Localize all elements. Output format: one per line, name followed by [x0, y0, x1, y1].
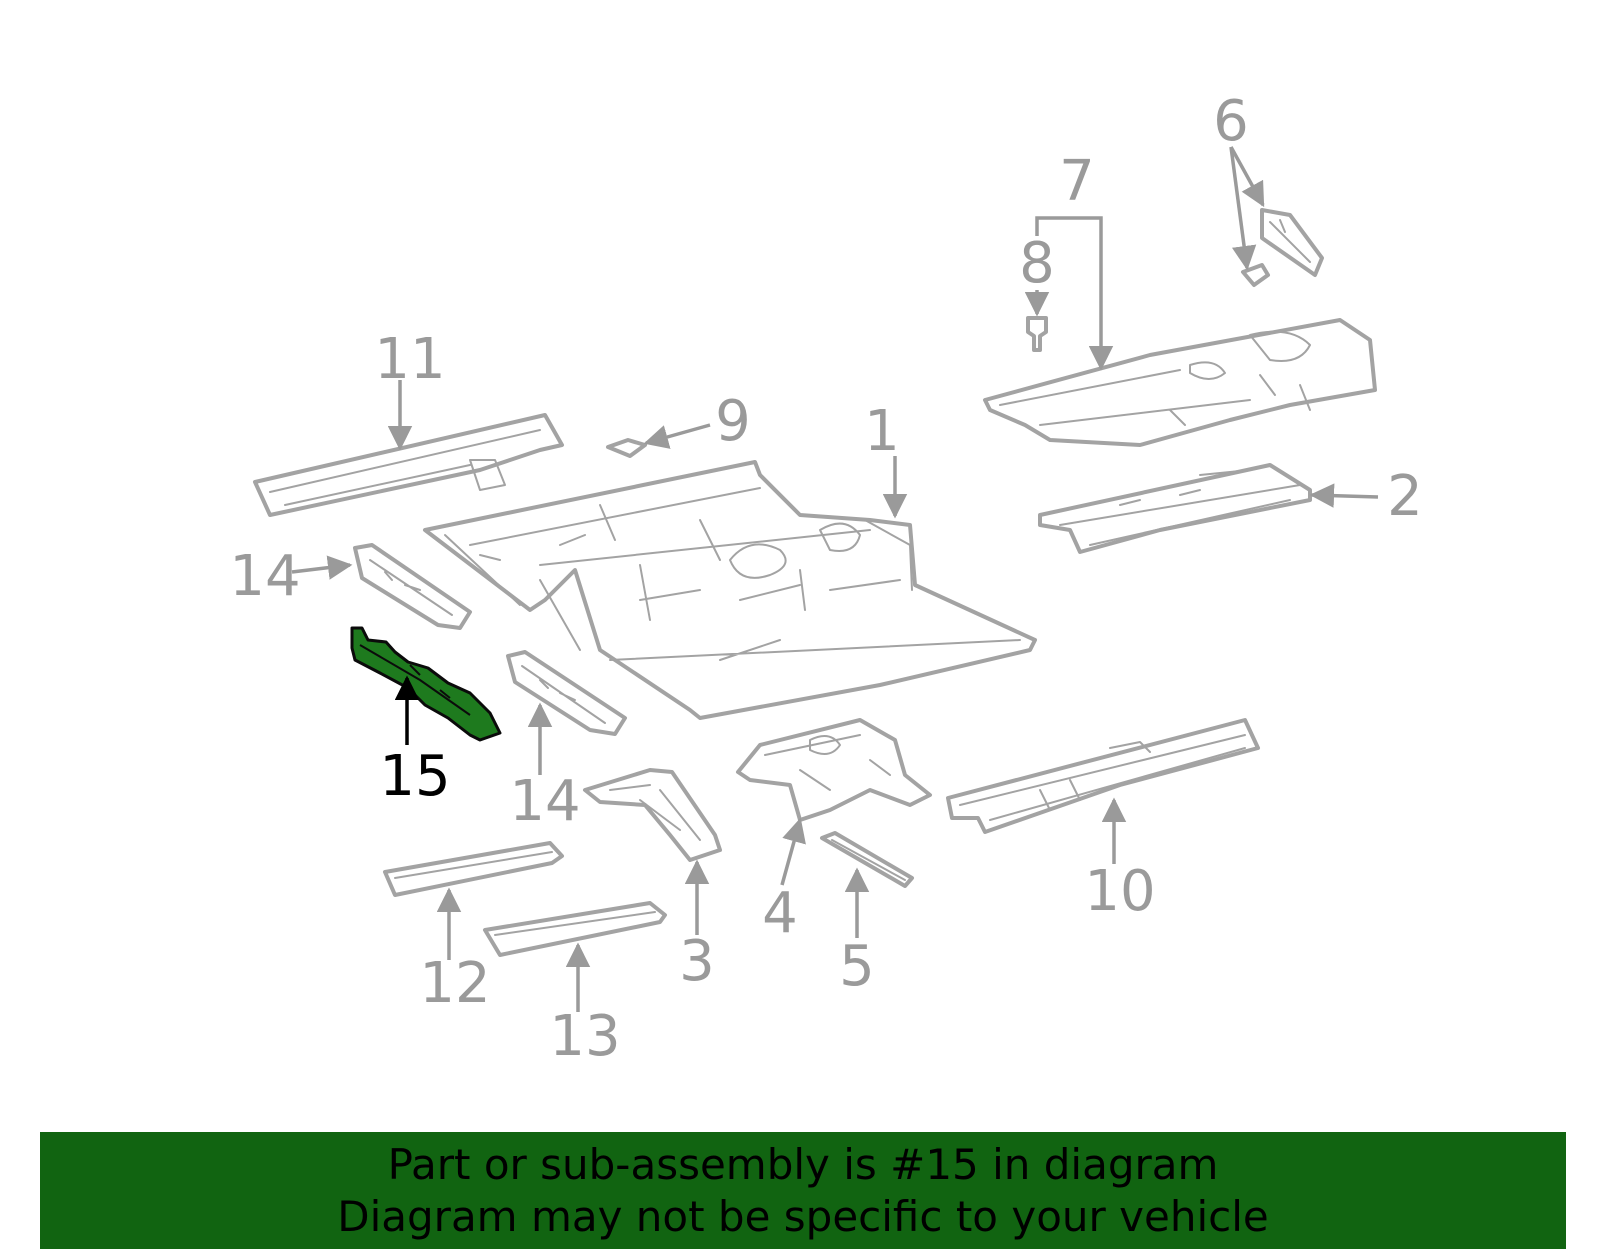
- info-banner: Part or sub-assembly is #15 in diagram D…: [40, 1132, 1566, 1249]
- callout-15-highlighted[interactable]: 15: [379, 744, 450, 809]
- part-12-member[interactable]: [383, 841, 564, 897]
- callout-2[interactable]: 2: [1387, 464, 1423, 529]
- callout-9[interactable]: 9: [715, 389, 751, 454]
- callout-11[interactable]: 11: [374, 327, 445, 392]
- callout-4[interactable]: 4: [762, 881, 798, 946]
- part-15-highlighted-member[interactable]: [350, 626, 502, 742]
- callout-14-upper[interactable]: 14: [229, 544, 300, 609]
- callout-13[interactable]: 13: [549, 1004, 620, 1069]
- callout-8[interactable]: 8: [1019, 231, 1055, 296]
- leader-lines: [291, 146, 1379, 1012]
- banner-line-disclaimer: Diagram may not be specific to your vehi…: [337, 1191, 1269, 1241]
- callout-labels: 1 2 3 4 5 6 7 8 9 10 11 12 13 14 14 15: [229, 89, 1422, 1069]
- part-14-lower-member[interactable]: [506, 650, 627, 736]
- part-9-small-bracket[interactable]: [606, 438, 647, 458]
- part-10-rail[interactable]: [946, 718, 1260, 834]
- part-14-upper-member[interactable]: [353, 543, 472, 630]
- callout-3[interactable]: 3: [679, 929, 715, 994]
- callout-10[interactable]: 10: [1084, 859, 1155, 924]
- callout-7[interactable]: 7: [1059, 149, 1095, 214]
- part-2-rear-floor[interactable]: [1038, 463, 1312, 554]
- part-4-bracket[interactable]: [736, 718, 932, 822]
- part-3-member[interactable]: [583, 768, 722, 862]
- part-5-bar[interactable]: [820, 831, 914, 888]
- part-6-bracket[interactable]: [1260, 208, 1324, 277]
- callout-14-lower[interactable]: 14: [509, 769, 580, 834]
- part-8-clip[interactable]: [1026, 316, 1048, 352]
- callout-5[interactable]: 5: [839, 934, 875, 999]
- callout-12[interactable]: 12: [419, 951, 490, 1016]
- callout-1[interactable]: 1: [864, 399, 900, 464]
- part-11-side-rail[interactable]: [253, 413, 564, 517]
- banner-line-part-number: Part or sub-assembly is #15 in diagram: [387, 1139, 1219, 1189]
- part-1-floor-pan[interactable]: [423, 460, 1037, 720]
- callout-6[interactable]: 6: [1213, 89, 1249, 154]
- part-13-member[interactable]: [483, 901, 667, 957]
- part-7-rear-floor-assembly[interactable]: [983, 318, 1377, 447]
